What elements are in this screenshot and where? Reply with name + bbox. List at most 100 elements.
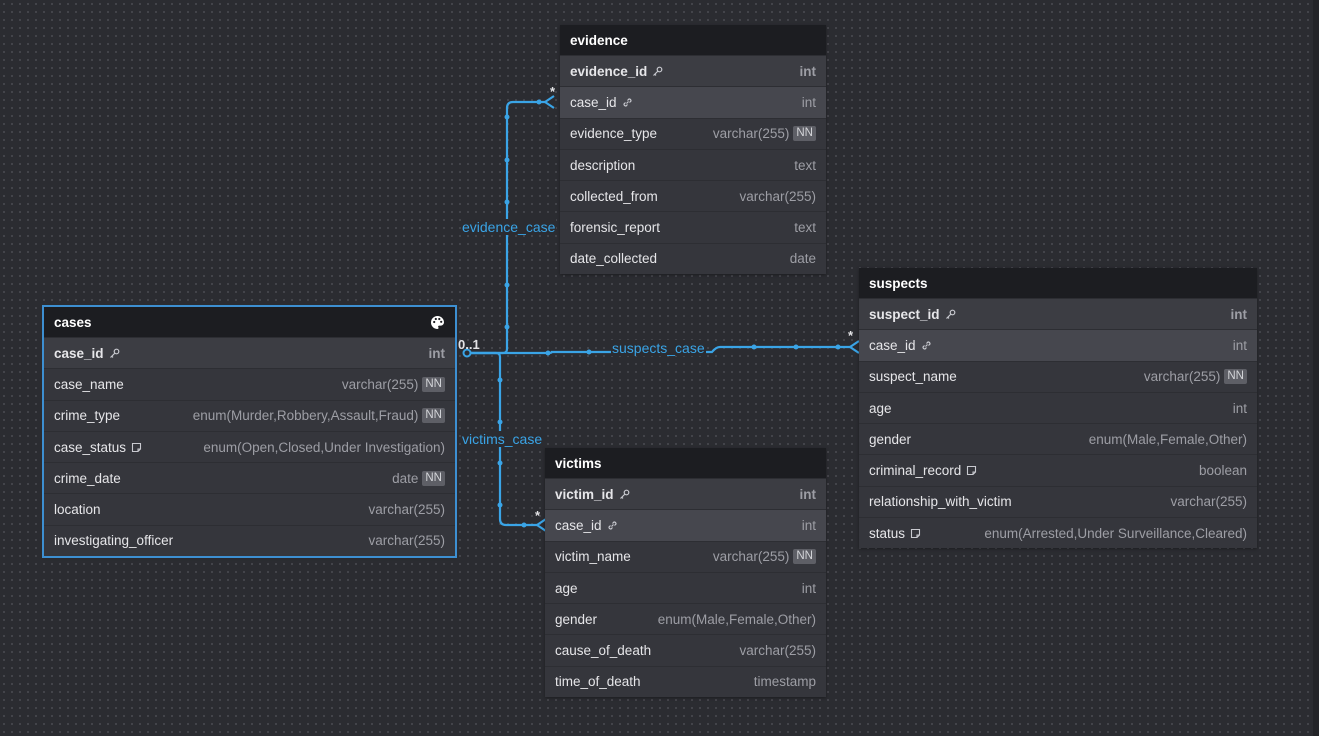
column-type: enum(Murder,Robbery,Assault,Fraud) — [192, 408, 419, 424]
column-type: varchar(255) — [368, 533, 445, 549]
column-name: case_name — [54, 376, 124, 392]
table-header[interactable]: evidence — [560, 25, 826, 55]
label-victims-case[interactable]: victims_case — [461, 431, 544, 447]
table-row[interactable]: case_id int — [545, 509, 826, 541]
table-row[interactable]: victim_id int — [545, 478, 826, 510]
table-victims[interactable]: victims victim_id int case_id int victim… — [545, 448, 826, 698]
column-type: enum(Arrested,Under Surveillance,Cleared… — [984, 525, 1247, 541]
column-type: enum(Open,Closed,Under Investigation) — [203, 439, 445, 455]
link-icon — [921, 340, 932, 351]
column-type: date — [392, 470, 419, 486]
vertical-scrollbar[interactable] — [1313, 0, 1319, 736]
table-row[interactable]: case_id int — [44, 337, 455, 369]
table-row[interactable]: evidence_id int — [560, 55, 826, 87]
table-row[interactable]: suspect_id int — [859, 298, 1257, 330]
cardinality-many-victims: * — [535, 508, 541, 523]
table-row[interactable]: investigating_officer varchar(255) — [44, 524, 455, 556]
label-suspects-case[interactable]: suspects_case — [611, 340, 706, 356]
table-row[interactable]: age int — [859, 391, 1257, 423]
palette-icon[interactable] — [430, 315, 445, 330]
column-name: status — [869, 525, 906, 541]
column-name: description — [570, 157, 636, 173]
column-type: int — [801, 517, 816, 533]
table-row[interactable]: criminal_record boolean — [859, 454, 1257, 485]
not-null-badge: NN — [422, 376, 445, 392]
crowfoot-suspects — [849, 340, 860, 354]
column-type: boolean — [1198, 463, 1247, 479]
edge-waypoints — [497, 99, 841, 528]
table-row[interactable]: case_id int — [859, 329, 1257, 361]
column-name: investigating_officer — [54, 533, 174, 549]
table-row[interactable]: status enum(Arrested,Under Surveillance,… — [859, 517, 1257, 548]
column-name: gender — [869, 431, 912, 447]
label-evidence-case[interactable]: evidence_case — [461, 219, 557, 235]
table-row[interactable]: time_of_death timestamp — [545, 665, 826, 697]
column-name: victim_name — [555, 549, 631, 565]
column-type: varchar(255) — [712, 126, 790, 142]
column-name: location — [54, 502, 101, 518]
table-row[interactable]: case_name varchar(255)NN — [44, 368, 455, 399]
not-null-badge: NN — [422, 470, 445, 486]
note-icon[interactable] — [910, 528, 921, 539]
table-row[interactable]: case_status enum(Open,Closed,Under Inves… — [44, 430, 455, 462]
column-type: int — [428, 345, 446, 361]
link-icon — [622, 97, 633, 108]
table-row[interactable]: victim_name varchar(255)NN — [545, 540, 826, 572]
table-row[interactable]: description text — [560, 148, 826, 180]
table-row[interactable]: forensic_report text — [560, 211, 826, 242]
column-name: gender — [555, 611, 598, 627]
table-header[interactable]: suspects — [859, 268, 1257, 298]
column-name: evidence_id — [570, 63, 648, 79]
table-evidence[interactable]: evidence evidence_id int case_id int evi… — [560, 25, 826, 275]
table-row[interactable]: collected_from varchar(255) — [560, 180, 826, 211]
note-icon[interactable] — [966, 465, 977, 476]
zero-marker — [462, 348, 472, 358]
column-name: age — [869, 400, 892, 416]
table-title: evidence — [570, 32, 628, 48]
key-icon — [945, 309, 956, 320]
table-row[interactable]: age int — [545, 571, 826, 603]
table-row[interactable]: case_id int — [560, 86, 826, 118]
column-type: varchar(255) — [1170, 494, 1247, 510]
column-name: relationship_with_victim — [869, 494, 1012, 510]
column-name: case_id — [869, 337, 916, 353]
key-icon — [652, 66, 663, 77]
table-cases[interactable]: cases case_id int case_name varchar(255)… — [42, 304, 457, 559]
table-row[interactable]: relationship_with_victim varchar(255) — [859, 485, 1257, 517]
column-type: int — [1232, 337, 1247, 353]
column-name: crime_date — [54, 470, 121, 486]
cardinality-many-evidence: * — [550, 84, 556, 99]
link-icon — [607, 520, 618, 531]
table-header[interactable]: cases — [44, 307, 455, 337]
table-row[interactable]: location varchar(255) — [44, 493, 455, 524]
table-title: cases — [54, 314, 92, 330]
table-row[interactable]: gender enum(Male,Female,Other) — [545, 603, 826, 634]
column-name: forensic_report — [570, 220, 661, 236]
column-name: time_of_death — [555, 674, 641, 690]
column-name: cause_of_death — [555, 643, 652, 659]
column-type: text — [794, 157, 816, 173]
column-type: int — [1230, 306, 1248, 322]
table-row[interactable]: gender enum(Male,Female,Other) — [859, 423, 1257, 454]
table-row[interactable]: date_collected date — [560, 242, 826, 274]
table-row[interactable]: crime_type enum(Murder,Robbery,Assault,F… — [44, 399, 455, 431]
table-row[interactable]: cause_of_death varchar(255) — [545, 634, 826, 665]
note-icon[interactable] — [131, 442, 142, 453]
column-type: timestamp — [753, 674, 816, 690]
key-icon — [619, 489, 630, 500]
not-null-badge: NN — [793, 126, 816, 142]
cardinality-zero-one: 0..1 — [458, 337, 480, 352]
not-null-badge: NN — [422, 408, 445, 424]
column-name: case_id — [555, 517, 602, 533]
column-type: int — [1232, 400, 1247, 416]
column-type: enum(Male,Female,Other) — [1088, 431, 1247, 447]
column-type: enum(Male,Female,Other) — [657, 611, 816, 627]
table-row[interactable]: evidence_type varchar(255)NN — [560, 117, 826, 149]
column-type: varchar(255) — [712, 549, 790, 565]
column-name: evidence_type — [570, 126, 658, 142]
table-row[interactable]: suspect_name varchar(255)NN — [859, 360, 1257, 392]
column-name: case_id — [570, 94, 617, 110]
table-suspects[interactable]: suspects suspect_id int case_id int susp… — [859, 268, 1257, 549]
table-header[interactable]: victims — [545, 448, 826, 478]
